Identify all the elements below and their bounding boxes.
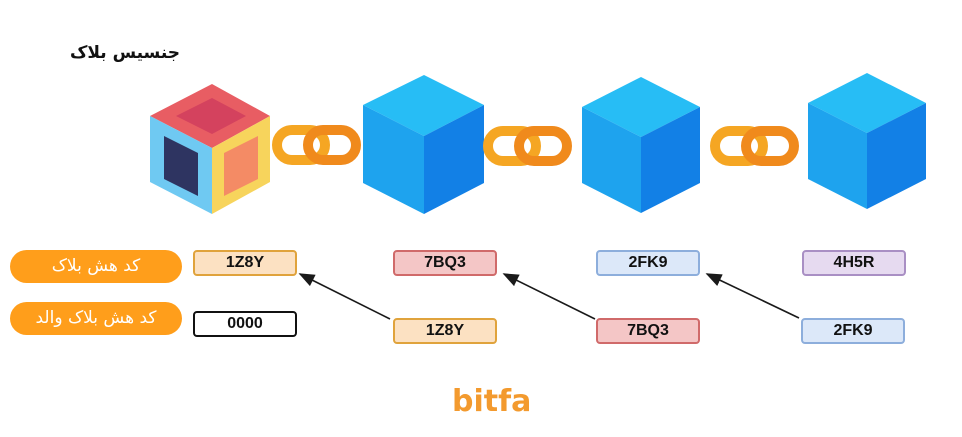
parent-hash-box: 0000 [193,311,297,337]
block-cube-2 [363,75,484,214]
genesis-block-cube [150,84,270,214]
block-hash-legend: کد هش بلاک [10,250,182,283]
block-cube-4 [808,73,926,209]
chain-link-2 [483,126,572,166]
block-hash-box: 4H5R [802,250,906,276]
parent-hash-legend: کد هش بلاک والد [10,302,182,335]
parent-hash-box: 7BQ3 [596,318,700,344]
parent-link-arrow-2 [298,273,391,320]
genesis-block-label: جنسیس بلاک [69,43,181,63]
block-hash-box: 7BQ3 [393,250,497,276]
parent-link-arrow-4 [705,273,800,319]
block-hash-box: 1Z8Y [193,250,297,276]
parent-hash-box: 2FK9 [801,318,905,344]
bitfa-logo: bitfa [452,384,532,419]
parent-hash-box: 1Z8Y [393,318,497,344]
chain-link-1 [272,125,361,165]
chain-link-3 [710,126,799,166]
parent-link-arrow-3 [502,273,596,320]
block-cube-3 [582,77,700,213]
block-hash-box: 2FK9 [596,250,700,276]
